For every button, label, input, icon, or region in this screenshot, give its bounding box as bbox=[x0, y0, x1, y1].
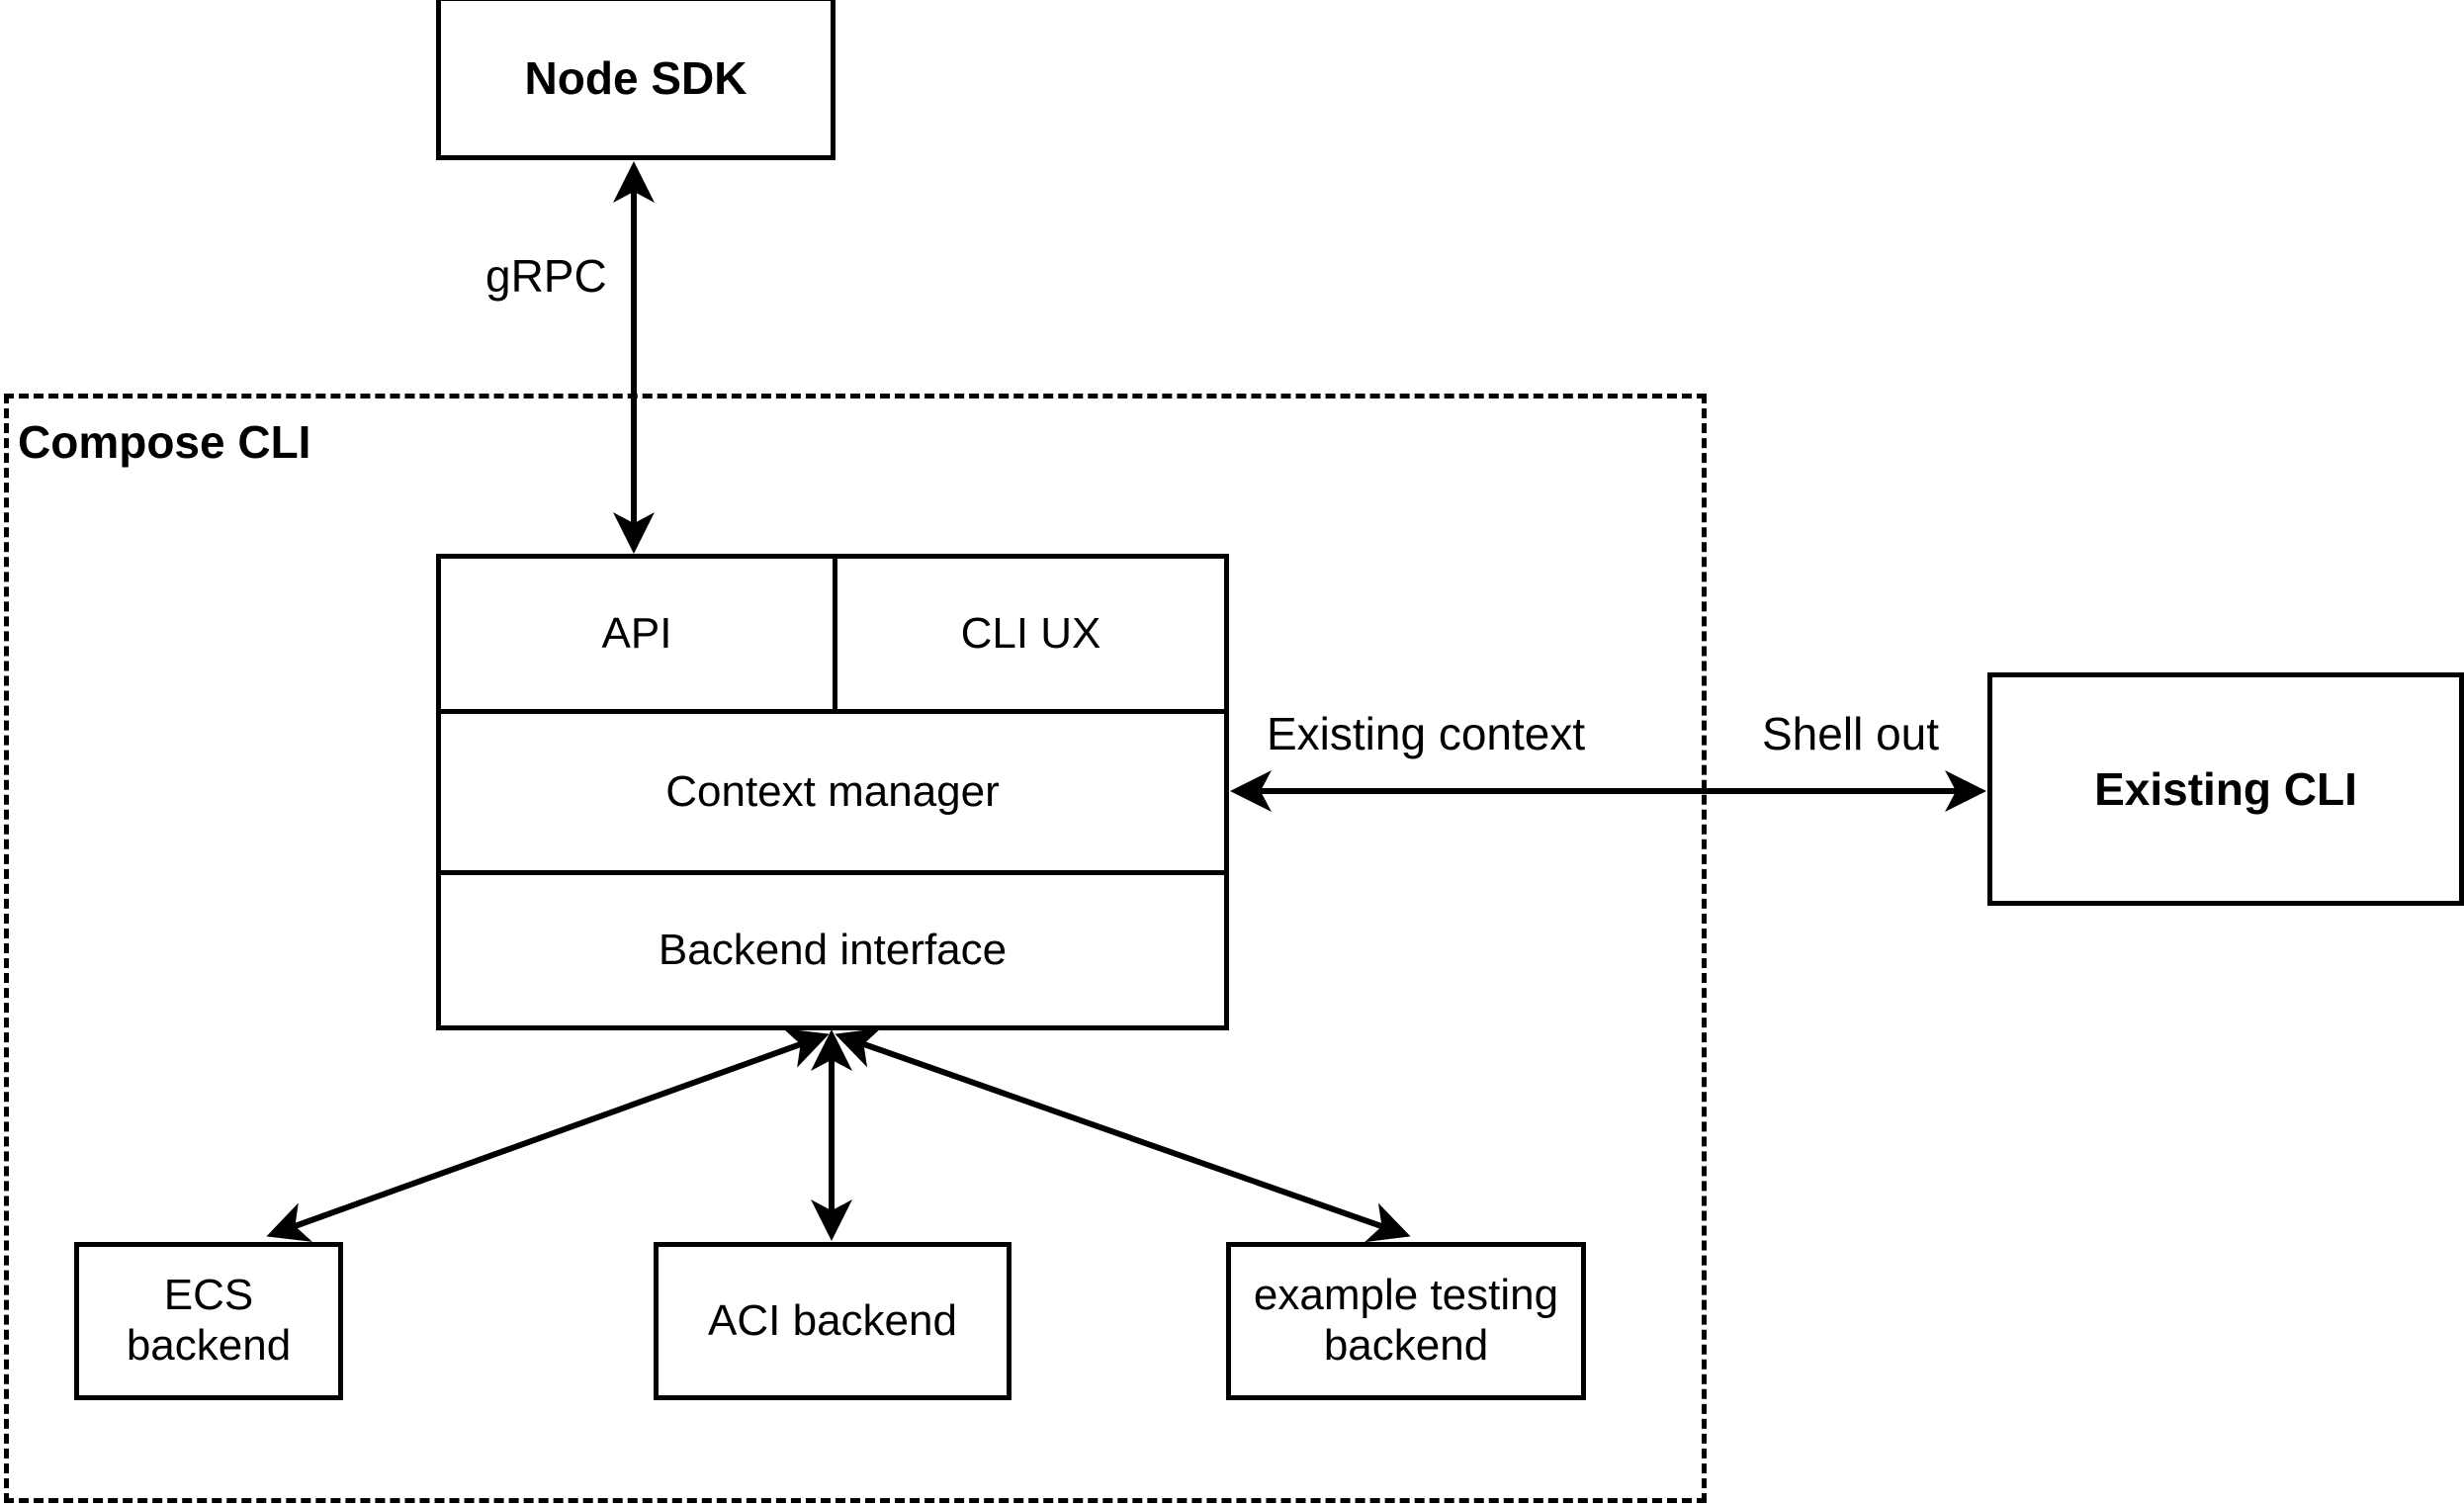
ecs-backend-label: ECS backend bbox=[126, 1271, 292, 1370]
backend-interface-cell[interactable]: Backend interface bbox=[441, 875, 1224, 1025]
cli-ux-label: CLI UX bbox=[960, 609, 1101, 658]
node-sdk-box[interactable]: Node SDK bbox=[436, 0, 836, 160]
backend-interface-label: Backend interface bbox=[658, 926, 1008, 974]
example-testing-backend-label-line2: backend bbox=[1323, 1321, 1489, 1370]
node-sdk-label: Node SDK bbox=[524, 51, 748, 104]
context-manager-label: Context manager bbox=[665, 767, 1000, 816]
existing-cli-box[interactable]: Existing CLI bbox=[1987, 672, 2464, 906]
api-cell[interactable]: API bbox=[441, 559, 833, 709]
context-manager-cell[interactable]: Context manager bbox=[441, 714, 1224, 870]
compose-cli-group bbox=[4, 394, 1707, 1503]
compose-cli-group-label: Compose CLI bbox=[18, 416, 311, 468]
api-label: API bbox=[601, 609, 672, 658]
existing-context-edge-label: Existing context bbox=[1267, 708, 1586, 759]
example-testing-backend-box[interactable]: example testing backend bbox=[1226, 1242, 1586, 1400]
shell-out-edge-label: Shell out bbox=[1762, 708, 1940, 759]
aci-backend-label: ACI backend bbox=[708, 1295, 957, 1345]
top-row-divider bbox=[441, 709, 1224, 714]
aci-backend-box[interactable]: ACI backend bbox=[654, 1242, 1012, 1400]
grpc-edge-label: gRPC bbox=[485, 250, 607, 302]
example-testing-backend-label-line1: example testing bbox=[1253, 1271, 1559, 1320]
compose-cli-stack: API CLI UX Context manager Backend inter… bbox=[436, 554, 1229, 1030]
api-cliux-divider bbox=[833, 559, 837, 709]
existing-cli-label: Existing CLI bbox=[2094, 762, 2357, 815]
middle-row-divider bbox=[441, 870, 1224, 875]
ecs-backend-box[interactable]: ECS backend bbox=[74, 1242, 343, 1400]
cli-ux-cell[interactable]: CLI UX bbox=[837, 559, 1224, 709]
